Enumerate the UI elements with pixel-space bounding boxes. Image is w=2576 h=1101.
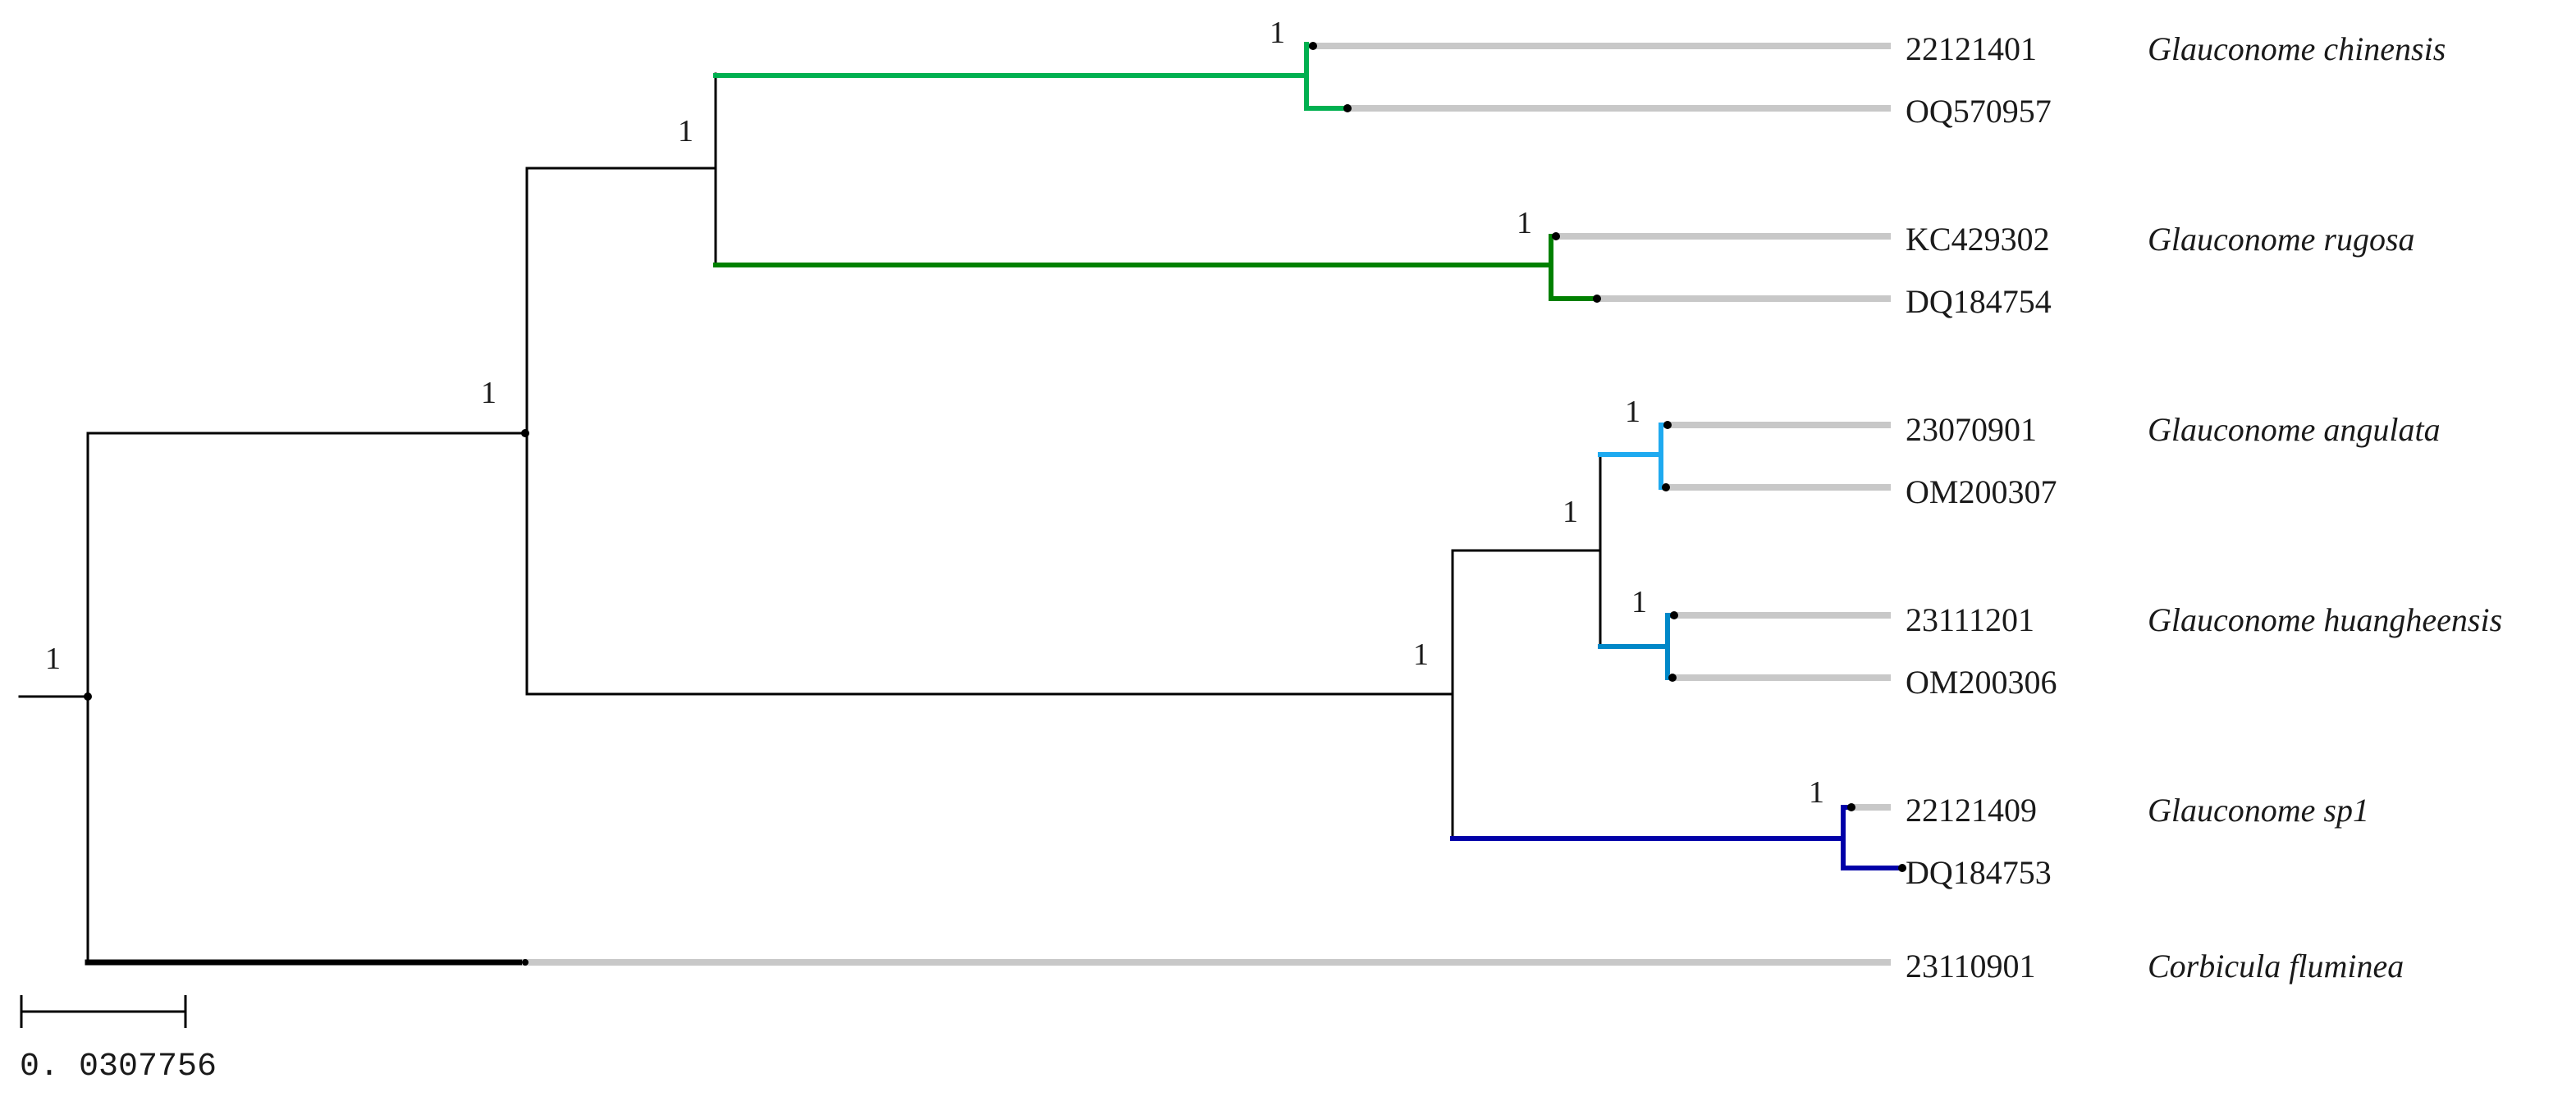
- node-dot: [522, 959, 528, 966]
- tip-label: OQ570957: [1906, 93, 2052, 130]
- node-dot: [1593, 295, 1601, 303]
- node-dot: [1663, 421, 1672, 429]
- species-label-sp1: Glauconome sp1: [2148, 792, 2369, 829]
- support-value-sp1: 1: [1809, 775, 1824, 810]
- support-value-ingroup: 1: [481, 376, 496, 410]
- support-value-clade-b: 1: [1413, 637, 1429, 672]
- species-label-angulata: Glauconome angulata: [2148, 411, 2441, 448]
- tip-labels: 22121401 OQ570957 KC429302 DQ184754 2307…: [1906, 30, 2057, 985]
- node-dot: [1847, 803, 1855, 811]
- node-dot: [1670, 611, 1678, 619]
- scale-bar: 0. 0307756: [20, 995, 217, 1085]
- tip-label: 23070901: [1906, 411, 2037, 448]
- node-dot: [1662, 483, 1670, 491]
- species-label-huangheensis: Glauconome huangheensis: [2148, 601, 2502, 638]
- support-value-rugosa: 1: [1517, 206, 1532, 240]
- node-dot: [1309, 42, 1317, 50]
- species-labels: Glauconome chinensis Glauconome rugosa G…: [2148, 30, 2502, 985]
- support-value-clade-a: 1: [678, 114, 693, 148]
- node-dot: [1898, 864, 1906, 872]
- tree-branches: [18, 42, 1905, 966]
- tip-label: OM200307: [1906, 473, 2057, 510]
- node-dot: [521, 429, 529, 437]
- tip-label: 23110901: [1906, 948, 2036, 985]
- node-dot: [1668, 674, 1677, 682]
- tip-label: KC429302: [1906, 221, 2050, 258]
- node-dot: [1552, 232, 1560, 240]
- tip-label: DQ184754: [1906, 283, 2052, 320]
- support-value-angulata: 1: [1625, 395, 1640, 429]
- support-values: 1 1 1 1 1 1 1 1 1 1: [45, 16, 1824, 810]
- tip-label: OM200306: [1906, 664, 2057, 701]
- node-dot: [84, 692, 92, 701]
- support-value-root: 1: [45, 642, 61, 676]
- support-value-angulata-huangheensis: 1: [1563, 495, 1578, 529]
- scale-bar-label: 0. 0307756: [20, 1048, 217, 1085]
- tip-label: 22121409: [1906, 792, 2037, 829]
- support-value-huangheensis: 1: [1631, 585, 1647, 619]
- tip-label: 23111201: [1906, 601, 2034, 638]
- species-label-rugosa: Glauconome rugosa: [2148, 221, 2415, 258]
- tip-label: 22121401: [1906, 30, 2037, 67]
- node-dot: [1343, 104, 1352, 112]
- tip-label: DQ184753: [1906, 854, 2052, 891]
- node-markers: [84, 42, 1906, 966]
- support-value-chinensis: 1: [1270, 16, 1285, 50]
- species-label-chinensis: Glauconome chinensis: [2148, 30, 2446, 67]
- species-label-corbicula: Corbicula fluminea: [2148, 948, 2404, 985]
